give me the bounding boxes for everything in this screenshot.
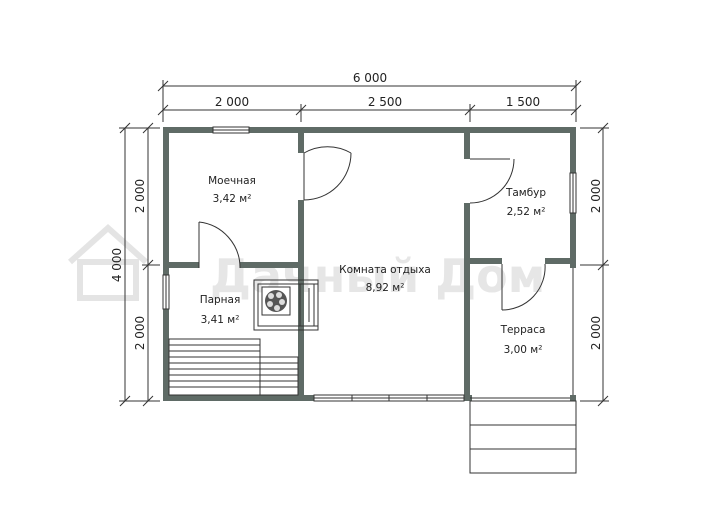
post xyxy=(570,395,576,401)
wall-segment xyxy=(163,395,306,401)
door xyxy=(303,146,352,200)
wall-segment xyxy=(464,258,502,264)
door xyxy=(469,158,515,204)
dim-seg-2: 2 500 xyxy=(368,95,402,109)
room-labels: Моечная 3,42 м² Парная 3,41 м² Комната о… xyxy=(200,175,547,356)
windows xyxy=(162,126,577,402)
wall-segment xyxy=(464,127,470,159)
left-dimensions: 4 000 2 000 2 000 xyxy=(110,122,160,407)
wall-segment xyxy=(249,127,576,133)
wall-segment xyxy=(545,258,576,264)
wall-segment xyxy=(298,200,304,401)
room-rest-area: 8,92 м² xyxy=(366,282,405,294)
dim-right-bottom: 2 000 xyxy=(589,316,603,350)
wall-segment xyxy=(163,262,199,268)
walls xyxy=(163,127,576,401)
room-vestibule-name: Тамбур xyxy=(505,187,546,199)
house-logo-icon xyxy=(67,223,149,301)
room-rest-name: Комната отдыха xyxy=(339,264,431,276)
door xyxy=(501,263,546,311)
stove-icon xyxy=(253,279,319,331)
dim-total-width: 6 000 xyxy=(353,71,387,85)
room-steam-area: 3,41 м² xyxy=(201,314,240,326)
dim-right-top: 2 000 xyxy=(589,179,603,213)
room-washroom-area: 3,42 м² xyxy=(213,193,252,205)
watermark: Дачный Дом xyxy=(67,223,545,303)
doors xyxy=(198,146,546,311)
dim-total-height: 4 000 xyxy=(110,248,124,282)
room-vestibule-area: 2,52 м² xyxy=(507,206,546,218)
dim-seg-3: 1 500 xyxy=(506,95,540,109)
wall-segment xyxy=(464,203,470,401)
wall-segment xyxy=(298,127,304,153)
wall-segment xyxy=(240,262,304,268)
room-steam-name: Парная xyxy=(200,294,241,306)
room-terrace-area: 3,00 м² xyxy=(504,344,543,356)
porch-steps xyxy=(469,400,577,474)
wall-segment xyxy=(163,127,169,275)
dim-left-top: 2 000 xyxy=(133,179,147,213)
right-dimensions: 2 000 2 000 xyxy=(580,122,609,407)
door-arc xyxy=(303,152,352,201)
door xyxy=(198,221,241,269)
sauna-bench xyxy=(168,338,299,396)
watermark-text: Дачный Дом xyxy=(210,249,545,303)
room-washroom-name: Моечная xyxy=(208,175,256,187)
dim-left-bottom: 2 000 xyxy=(133,316,147,350)
wall-segment xyxy=(570,127,576,173)
wall-segment xyxy=(163,309,169,401)
wall-segment xyxy=(163,127,213,133)
room-terrace-name: Терраса xyxy=(500,324,546,336)
wall-segment xyxy=(570,213,576,263)
dim-seg-1: 2 000 xyxy=(215,95,249,109)
top-dimensions: 6 000 2 000 2 500 1 500 xyxy=(157,71,582,122)
wall-segment xyxy=(306,395,314,401)
